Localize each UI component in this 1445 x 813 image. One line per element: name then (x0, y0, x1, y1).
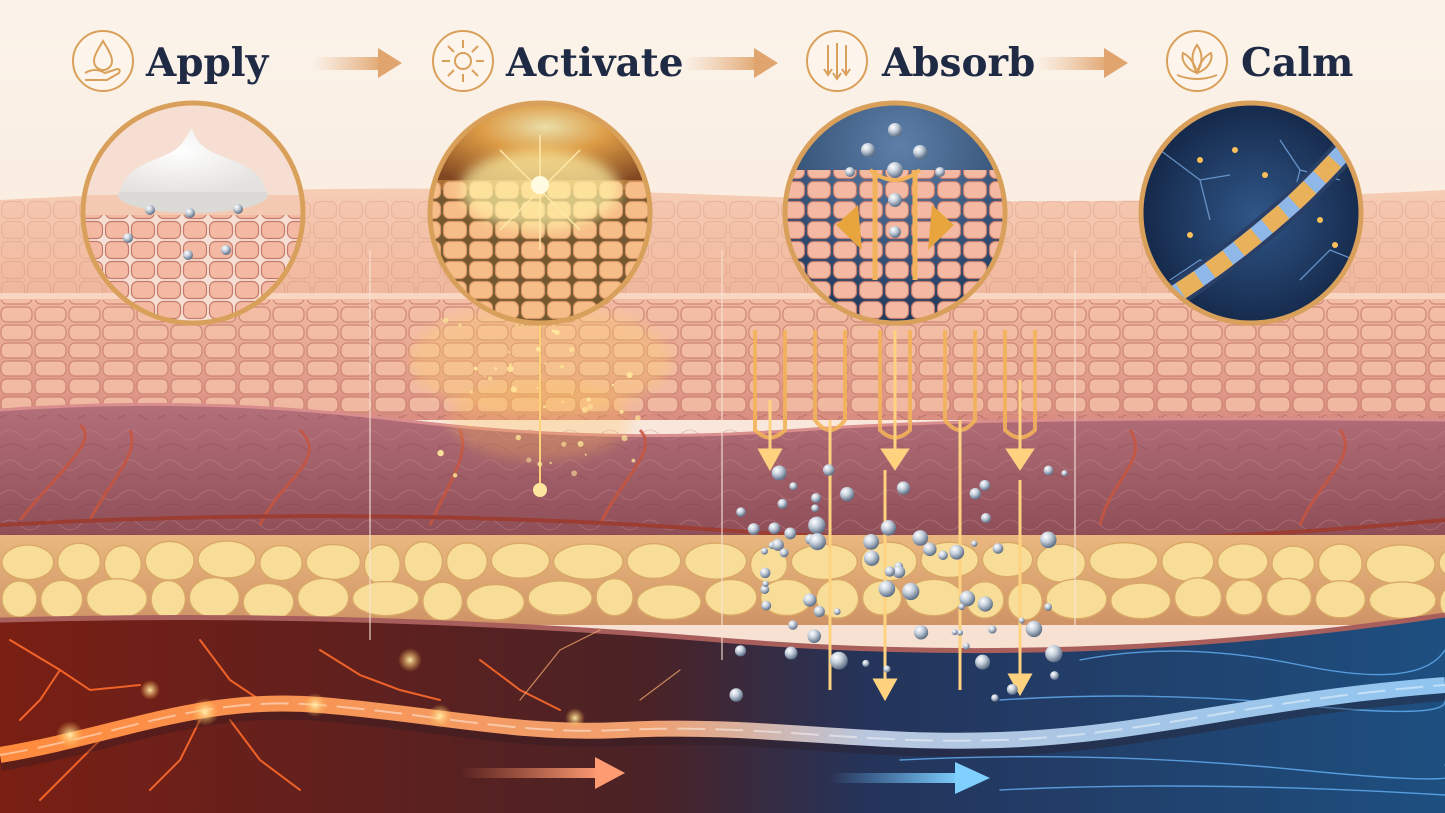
lotus-icon (1166, 30, 1228, 92)
fat-cells (1, 540, 1445, 622)
inflammation-sparks (56, 648, 585, 749)
panel-dividers (369, 250, 1076, 660)
deep-tissue (0, 615, 1445, 813)
lens-absorb (782, 100, 1008, 326)
sun-burst-icon (432, 30, 494, 92)
downward-arrows-icon (806, 30, 868, 92)
blood-vessels (18, 423, 1347, 526)
step-label-calm: Calm (1241, 40, 1353, 86)
active-droplets (729, 464, 1068, 702)
nerve-fibre (0, 677, 1445, 763)
step-label-absorb: Absorb (881, 40, 1035, 86)
step-label-activate: Activate (505, 40, 684, 86)
droplet-hand-icon (72, 30, 134, 92)
nerve-flow-arrows (460, 757, 990, 794)
step-arrows (313, 48, 1128, 78)
lens-calm (1138, 100, 1364, 326)
step-label-apply: Apply (145, 40, 270, 86)
